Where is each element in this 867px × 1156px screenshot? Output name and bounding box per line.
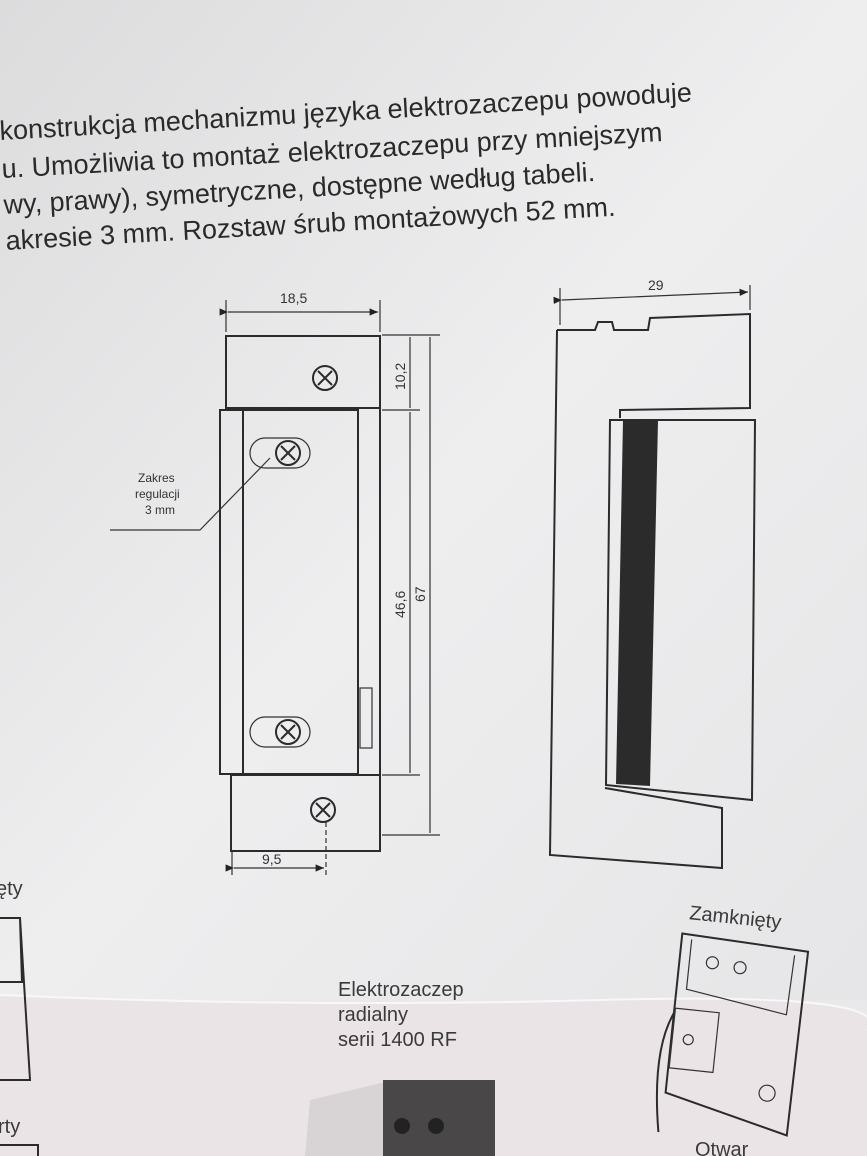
side-view-drawing: 29 (548, 277, 757, 870)
callout-line-3: 3 mm (145, 503, 175, 517)
side-width-dimension: 29 (648, 277, 664, 293)
top-dimension: 10,2 (392, 363, 408, 390)
middle-dimension: 46,6 (392, 591, 408, 618)
bottom-section: ęty rty Elektrozaczep radialny serii 140… (0, 878, 810, 1156)
callout-line-2: regulacji (135, 487, 180, 501)
total-height-dimension: 67 (412, 586, 428, 602)
fold-crease (0, 994, 867, 1030)
screw-icon (310, 797, 336, 823)
product-caption-line-3: serii 1400 RF (338, 1029, 457, 1051)
left-label-bottom: rty (0, 1116, 20, 1138)
left-label-top: ęty (0, 878, 23, 900)
paper-lower-fold (0, 995, 867, 1156)
screw-icon (312, 365, 338, 391)
width-dimension: 18,5 (280, 290, 307, 306)
armature-strip (616, 420, 658, 786)
product-caption-line-2: radialny (338, 1004, 408, 1026)
slotted-screw-icon (249, 716, 311, 748)
slotted-screw-icon (249, 437, 311, 469)
open-label: Otwar (695, 1139, 749, 1156)
product-photo (305, 1080, 495, 1156)
front-view-drawing: 18,5 10,2 46,6 67 9,5 Zakres regulacji 3… (110, 290, 440, 875)
callout-line-1: Zakres (138, 471, 175, 485)
bottom-dimension: 9,5 (262, 851, 282, 867)
product-caption-line-1: Elektrozaczep (338, 979, 464, 1001)
